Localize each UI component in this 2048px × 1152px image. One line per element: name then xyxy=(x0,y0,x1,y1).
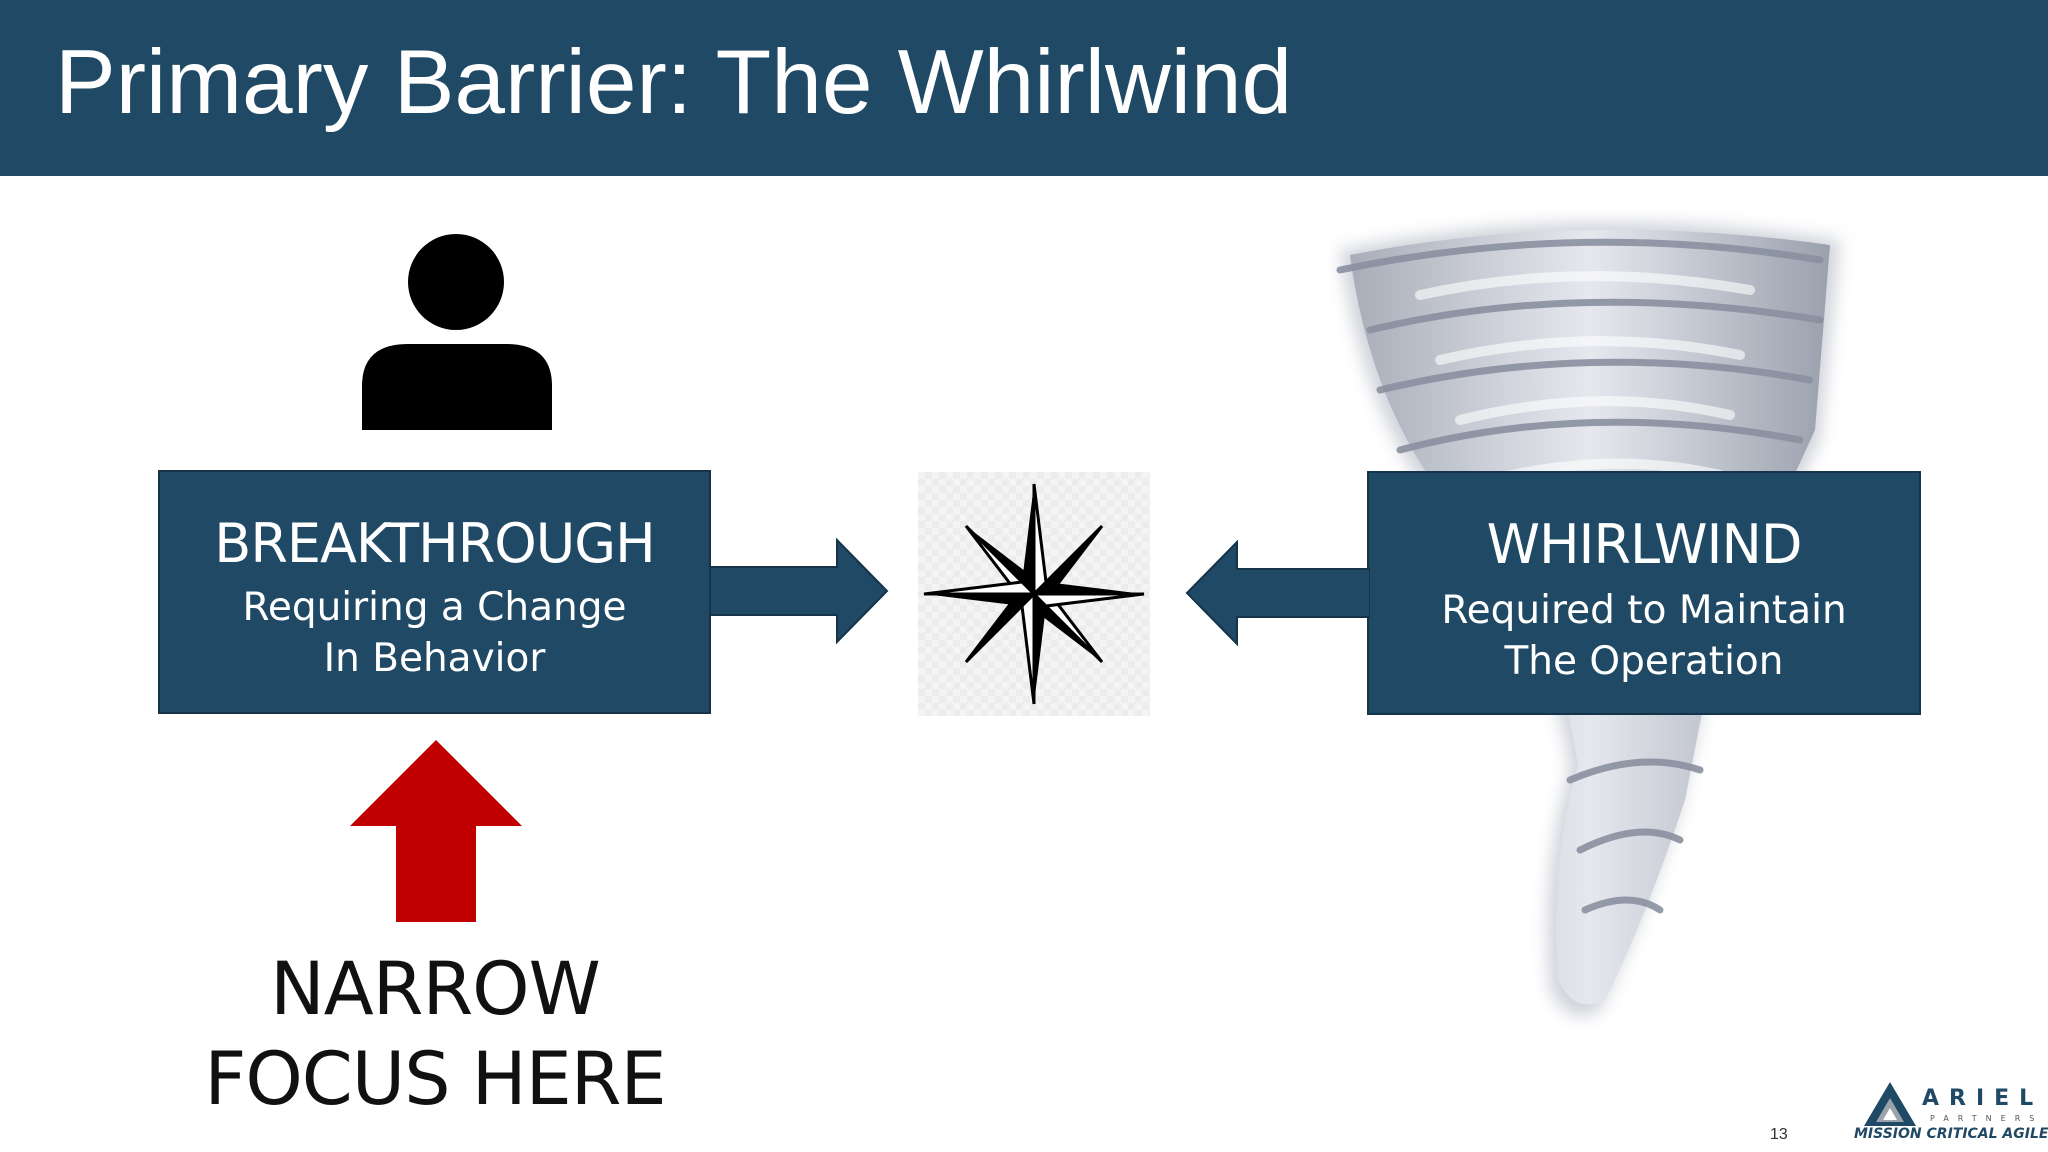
breakthrough-subtitle: Requiring a Change In Behavior xyxy=(160,582,709,684)
whirlwind-box: WHIRLWIND Required to Maintain The Opera… xyxy=(1367,471,1921,715)
logo-tagline: MISSION CRITICAL AGILE xyxy=(1854,1126,2048,1142)
narrow-focus-line-2: FOCUS HERE xyxy=(204,1037,666,1122)
up-arrow-icon xyxy=(350,740,522,922)
whirlwind-line-1: Required to Maintain xyxy=(1441,588,1847,633)
breakthrough-line-1: Requiring a Change xyxy=(242,585,627,630)
whirlwind-subtitle: Required to Maintain The Operation xyxy=(1369,585,1919,687)
breakthrough-box: BREAKTHROUGH Requiring a Change In Behav… xyxy=(158,470,711,714)
ariel-partners-logo: ARIEL PARTNERS MISSION CRITICAL AGILE xyxy=(1852,1078,2048,1146)
breakthrough-line-2: In Behavior xyxy=(323,636,546,681)
narrow-focus-label: NARROW FOCUS HERE xyxy=(170,945,700,1125)
person-icon xyxy=(362,234,552,430)
left-arrow-icon xyxy=(1185,540,1370,646)
logo-subtitle: PARTNERS xyxy=(1930,1114,2044,1123)
whirlwind-title: WHIRLWIND xyxy=(1486,513,1803,576)
narrow-focus-line-1: NARROW xyxy=(270,947,601,1032)
slide-title: Primary Barrier: The Whirlwind xyxy=(55,32,1293,133)
page-number: 13 xyxy=(1770,1126,1788,1143)
compass-rose-icon xyxy=(923,483,1145,705)
logo-triangle-icon xyxy=(1864,1082,1916,1126)
logo-name: ARIEL xyxy=(1922,1086,2044,1111)
title-bar: Primary Barrier: The Whirlwind xyxy=(0,0,2048,176)
breakthrough-title: BREAKTHROUGH xyxy=(214,512,655,575)
whirlwind-line-2: The Operation xyxy=(1504,639,1784,684)
right-arrow-icon xyxy=(710,538,889,644)
